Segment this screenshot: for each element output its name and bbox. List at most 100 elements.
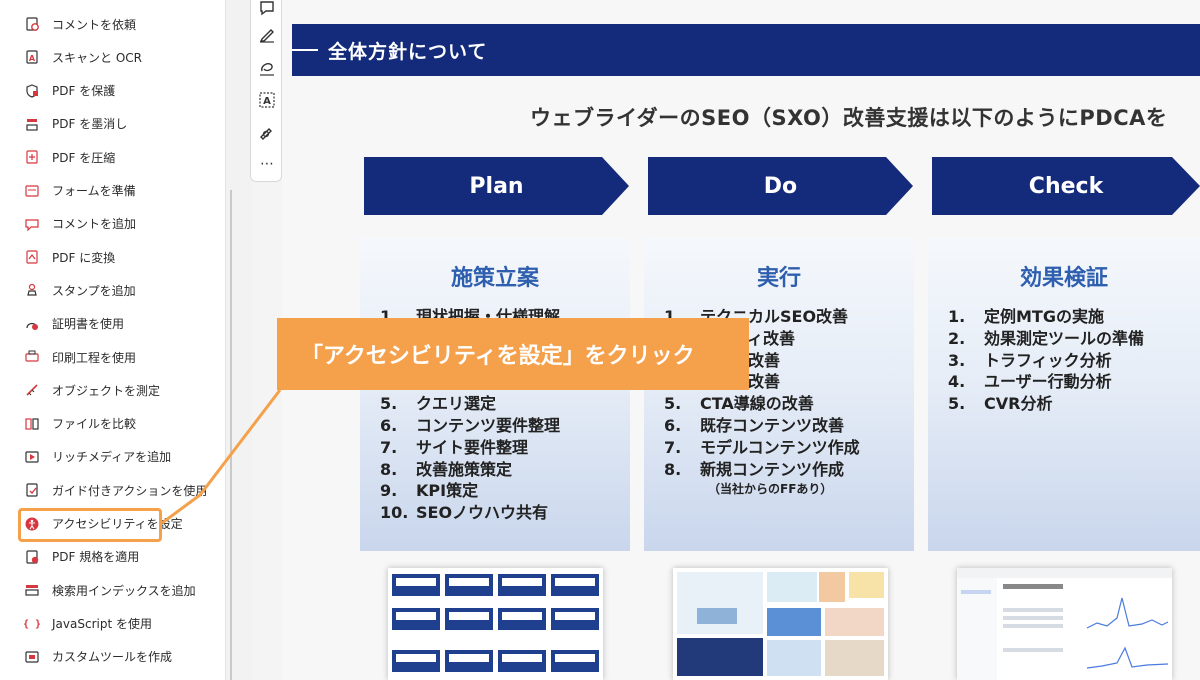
sidebar-item-label: 検索用インデックスを追加: [52, 583, 196, 598]
sidebar-item-compress-pdf[interactable]: PDF を圧縮: [24, 145, 115, 169]
sidebar-item-label: コメントを追加: [52, 217, 137, 232]
certificate-icon: [24, 316, 40, 332]
list-item-number: 7.: [664, 437, 682, 457]
sidebar-item-label: リッチメディアを追加: [52, 450, 172, 465]
list-item: 6.コンテンツ要件整理: [380, 415, 560, 437]
sidebar-item-rich-media[interactable]: リッチメディアを追加: [24, 445, 171, 469]
card-do-heading: 実行: [756, 266, 801, 291]
sidebar-item-guided-actions[interactable]: ガイド付きアクションを使用: [24, 478, 207, 502]
sidebar-item-certificate[interactable]: 証明書を使用: [24, 312, 124, 336]
sidebar-item-convert-to-pdf[interactable]: PDF に変換: [24, 245, 115, 269]
scan-ocr-icon: A: [24, 49, 40, 65]
sidebar-item-label: PDF を圧縮: [52, 150, 116, 165]
list-item: 5.クエリ選定: [380, 393, 560, 415]
sidebar-item-add-comment[interactable]: コメントを追加: [24, 212, 136, 236]
sidebar-scrollbar[interactable]: [230, 190, 232, 680]
list-item-text: コンテンツ要件整理: [416, 415, 561, 435]
text-box-tool-icon[interactable]: A: [257, 90, 277, 110]
card-plan: 施策立案 1.現状把握・仕様理解2.3.4.5.クエリ選定6.コンテンツ要件整理…: [360, 238, 630, 551]
sidebar-item-compare-files[interactable]: ファイルを比較: [24, 412, 136, 436]
prepare-form-icon: [24, 183, 40, 199]
sidebar-item-label: オブジェクトを測定: [52, 383, 161, 398]
list-item: 2.効果測定ツールの準備: [948, 328, 1144, 350]
compress-pdf-icon: [24, 149, 40, 165]
list-item-text: KPI策定: [416, 481, 479, 501]
sidebar-item-label: PDF 規格を適用: [52, 550, 140, 565]
list-item: 9. KPI策定: [380, 480, 560, 502]
list-item-number: 8.: [664, 459, 682, 479]
more-tools-icon[interactable]: ⋯: [260, 156, 274, 172]
sidebar-item-stamp[interactable]: スタンプを追加: [24, 278, 136, 302]
annotation-toolstrip: A ⋯: [250, 0, 282, 182]
list-item-text: 既存コンテンツ改善: [700, 415, 845, 435]
thumbnail-analytics: [957, 568, 1172, 680]
list-item-number: 5.: [664, 394, 682, 414]
list-item-number: 6.: [664, 415, 682, 435]
list-item-number: 1.: [948, 307, 966, 326]
list-note: （当社からのFFあり）: [708, 482, 833, 497]
list-item: 5. CVR分析: [948, 393, 1144, 415]
sidebar-item-measure[interactable]: オブジェクトを測定: [24, 378, 160, 402]
list-item-number: 5.: [380, 394, 398, 414]
stamp-icon: [24, 282, 40, 298]
search-index-icon: [24, 582, 40, 598]
sidebar-item-request-comment[interactable]: コメントを依頼: [24, 12, 136, 36]
list-item-text: モデルコンテンツ作成: [700, 437, 860, 457]
svg-text:A: A: [263, 96, 271, 107]
accessibility-icon: [24, 516, 40, 532]
list-item: 8.改善施策策定: [380, 459, 560, 481]
sidebar-item-protect-pdf[interactable]: PDF を保護: [24, 79, 115, 103]
comment-tool-icon[interactable]: [257, 0, 277, 18]
svg-text:{ }: { }: [24, 619, 40, 630]
sidebar-item-accessibility[interactable]: アクセシビリティを設定: [24, 512, 183, 536]
accessibility-highlight: [18, 508, 162, 542]
list-item-text: CVR分析: [984, 394, 1053, 414]
sidebar-item-label: スタンプを追加: [52, 283, 136, 298]
card-do: 実行 1.テクニカルSEO改善2.ビリティ改善3.要素の改善4.導線の改善5.C…: [644, 238, 914, 551]
sidebar-item-label: 証明書を使用: [52, 317, 125, 332]
sidebar-item-search-index[interactable]: 検索用インデックスを追加: [24, 578, 196, 602]
list-item-number: 4.: [948, 372, 966, 392]
sidebar-item-javascript[interactable]: { } JavaScript を使用: [24, 611, 152, 635]
pen-tool-icon[interactable]: [257, 24, 277, 44]
list-item-text: CTA導線の改善: [700, 394, 814, 414]
sidebar-item-pdf-standards[interactable]: PDF 規格を適用: [24, 545, 139, 569]
sidebar-item-custom-tool[interactable]: カスタムツールを作成: [24, 645, 172, 669]
javascript-icon: { }: [24, 615, 40, 631]
guided-actions-icon: [24, 482, 40, 498]
convert-to-pdf-icon: [24, 249, 40, 265]
request-comment-icon: [24, 16, 40, 32]
list-item-number: 5.: [948, 394, 966, 414]
list-item: 1. 定例MTGの実施: [948, 306, 1144, 328]
sidebar-item-label: PDF を保護: [52, 84, 116, 99]
list-item: 5. CTA導線の改善: [664, 393, 860, 415]
list-item-text: 新規コンテンツ作成: [700, 459, 845, 479]
instruction-callout: 「アクセシビリティを設定」をクリック: [277, 318, 749, 390]
sidebar-item-redact-pdf[interactable]: PDF を墨消し: [24, 112, 127, 136]
sign-tool-icon[interactable]: [257, 122, 277, 142]
list-item-text: SEOノウハウ共有: [416, 503, 549, 523]
sidebar-item-label: JavaScript を使用: [52, 616, 152, 631]
phase-check-label: Check: [1028, 173, 1104, 199]
phase-do: Do: [648, 157, 913, 215]
freehand-tool-icon[interactable]: [257, 58, 277, 78]
list-item: 10. SEOノウハウ共有: [380, 502, 560, 524]
custom-tool-icon: [24, 649, 40, 665]
sidebar-item-prepare-form[interactable]: フォームを準備: [24, 179, 136, 203]
sidebar-item-label: アクセシビリティを設定: [52, 517, 183, 531]
sidebar-item-label: ガイド付きアクションを使用: [52, 483, 208, 498]
protect-pdf-icon: [24, 83, 40, 99]
sidebar-item-print-production[interactable]: 印刷工程を使用: [24, 345, 136, 369]
list-item: 4.ユーザー行動分析: [948, 371, 1144, 393]
list-item-text: 定例MTGの実施: [984, 307, 1104, 326]
list-item-number: 10.: [380, 503, 409, 523]
thumbnail-website: [673, 568, 888, 680]
slide-subtitle: ウェブライダーのSEO（SXO）改善支援は以下のようにPDCAを: [530, 106, 1168, 130]
sidebar-item-label: 印刷工程を使用: [52, 350, 137, 365]
list-item-number: 9.: [380, 481, 398, 501]
list-item-text: 改善施策策定: [416, 459, 513, 479]
